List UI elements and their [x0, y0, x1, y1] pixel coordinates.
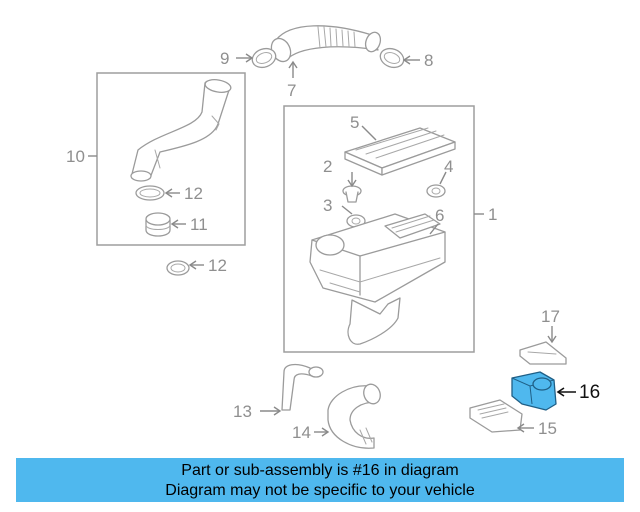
- part-14-elbow-hose[interactable]: [327, 382, 383, 449]
- part-5-filter[interactable]: [344, 127, 456, 176]
- part-2-grommet[interactable]: [342, 185, 362, 203]
- callout-10: 10: [66, 147, 85, 166]
- part-7-intake-hose[interactable]: [268, 25, 383, 65]
- part-11-seal[interactable]: [145, 212, 171, 237]
- part-12-clamp-upper[interactable]: [135, 185, 165, 201]
- callout-2: 2: [323, 157, 332, 176]
- callout-17: 17: [541, 307, 560, 326]
- group-box-left: [96, 72, 246, 246]
- part-13-hose[interactable]: [281, 363, 324, 411]
- callout-11: 11: [190, 215, 208, 234]
- callout-5: 5: [350, 113, 359, 132]
- part-16-highlighted[interactable]: [511, 371, 557, 411]
- leader-arrow-16: [556, 387, 565, 397]
- leader-arrow-17: [547, 335, 557, 344]
- leader-arrow-11: [170, 219, 179, 229]
- callout-1: 1: [488, 205, 497, 224]
- callout-15: 15: [538, 419, 557, 438]
- callout-12-upper: 12: [184, 184, 203, 203]
- callout-14: 14: [292, 423, 311, 442]
- part-10-intake-pipe[interactable]: [130, 78, 232, 182]
- callout-12-lower: 12: [208, 256, 227, 275]
- leader-6: [429, 223, 439, 235]
- leader-arrow-9: [245, 53, 254, 63]
- leader-5: [361, 125, 377, 141]
- banner-line-2: Diagram may not be specific to your vehi…: [165, 482, 475, 499]
- leader-arrow-7: [288, 60, 298, 69]
- part-17-duct[interactable]: [519, 341, 567, 365]
- leader-arrow-12a: [164, 188, 173, 198]
- leader-arrow-12b: [188, 260, 197, 270]
- callout-4: 4: [444, 157, 453, 176]
- leader-arrow-8: [402, 55, 411, 65]
- info-banner: Part or sub-assembly is #16 in diagram D…: [16, 458, 624, 502]
- part-6-air-cleaner-housing[interactable]: [309, 213, 446, 345]
- part-4-grommet[interactable]: [426, 184, 446, 198]
- callout-3: 3: [323, 196, 332, 215]
- callout-9: 9: [220, 49, 229, 68]
- callout-7: 7: [287, 81, 296, 100]
- callout-6: 6: [435, 206, 444, 225]
- callout-16: 16: [579, 382, 600, 403]
- leader-arrow-2: [347, 179, 357, 188]
- leader-arrow-15: [516, 423, 525, 433]
- leader-arrow-13: [273, 406, 282, 416]
- leader-3: [341, 205, 353, 215]
- callout-8: 8: [424, 51, 433, 70]
- part-8-clamp[interactable]: [378, 45, 407, 70]
- part-15-duct[interactable]: [469, 399, 523, 433]
- part-9-clamp[interactable]: [250, 45, 279, 70]
- leader-arrow-14: [321, 427, 330, 437]
- part-12-clamp-lower[interactable]: [166, 260, 190, 276]
- group-box-air-cleaner: [283, 105, 475, 353]
- callout-13: 13: [233, 402, 252, 421]
- banner-line-1: Part or sub-assembly is #16 in diagram: [181, 462, 459, 479]
- leader-4: [439, 171, 447, 185]
